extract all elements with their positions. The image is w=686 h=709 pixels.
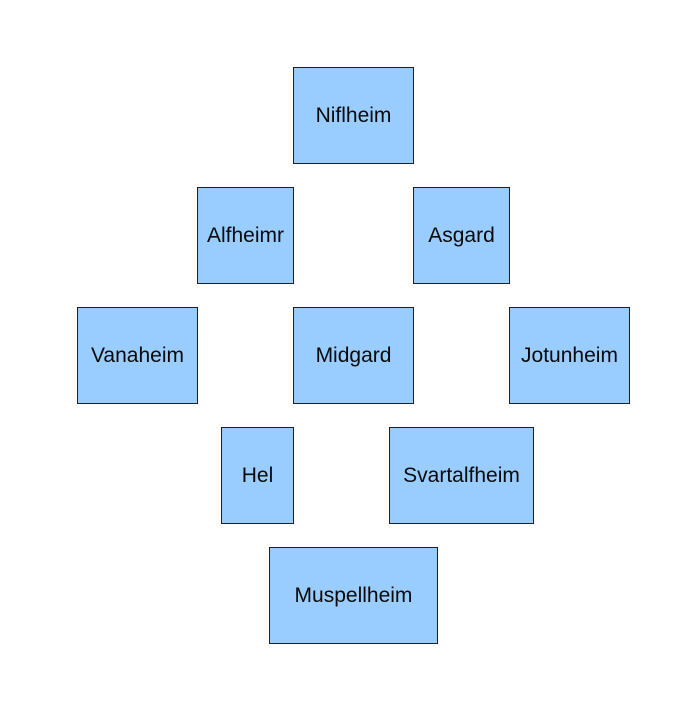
node-asgard: Asgard [413, 187, 510, 284]
node-vanaheim: Vanaheim [77, 307, 198, 404]
node-hel: Hel [221, 427, 294, 524]
node-midgard: Midgard [293, 307, 414, 404]
node-alfheimr: Alfheimr [197, 187, 294, 284]
node-svartalfheim: Svartalfheim [389, 427, 534, 524]
node-jotunheim: Jotunheim [509, 307, 630, 404]
node-niflheim: Niflheim [293, 67, 414, 164]
node-muspellheim: Muspellheim [269, 547, 438, 644]
